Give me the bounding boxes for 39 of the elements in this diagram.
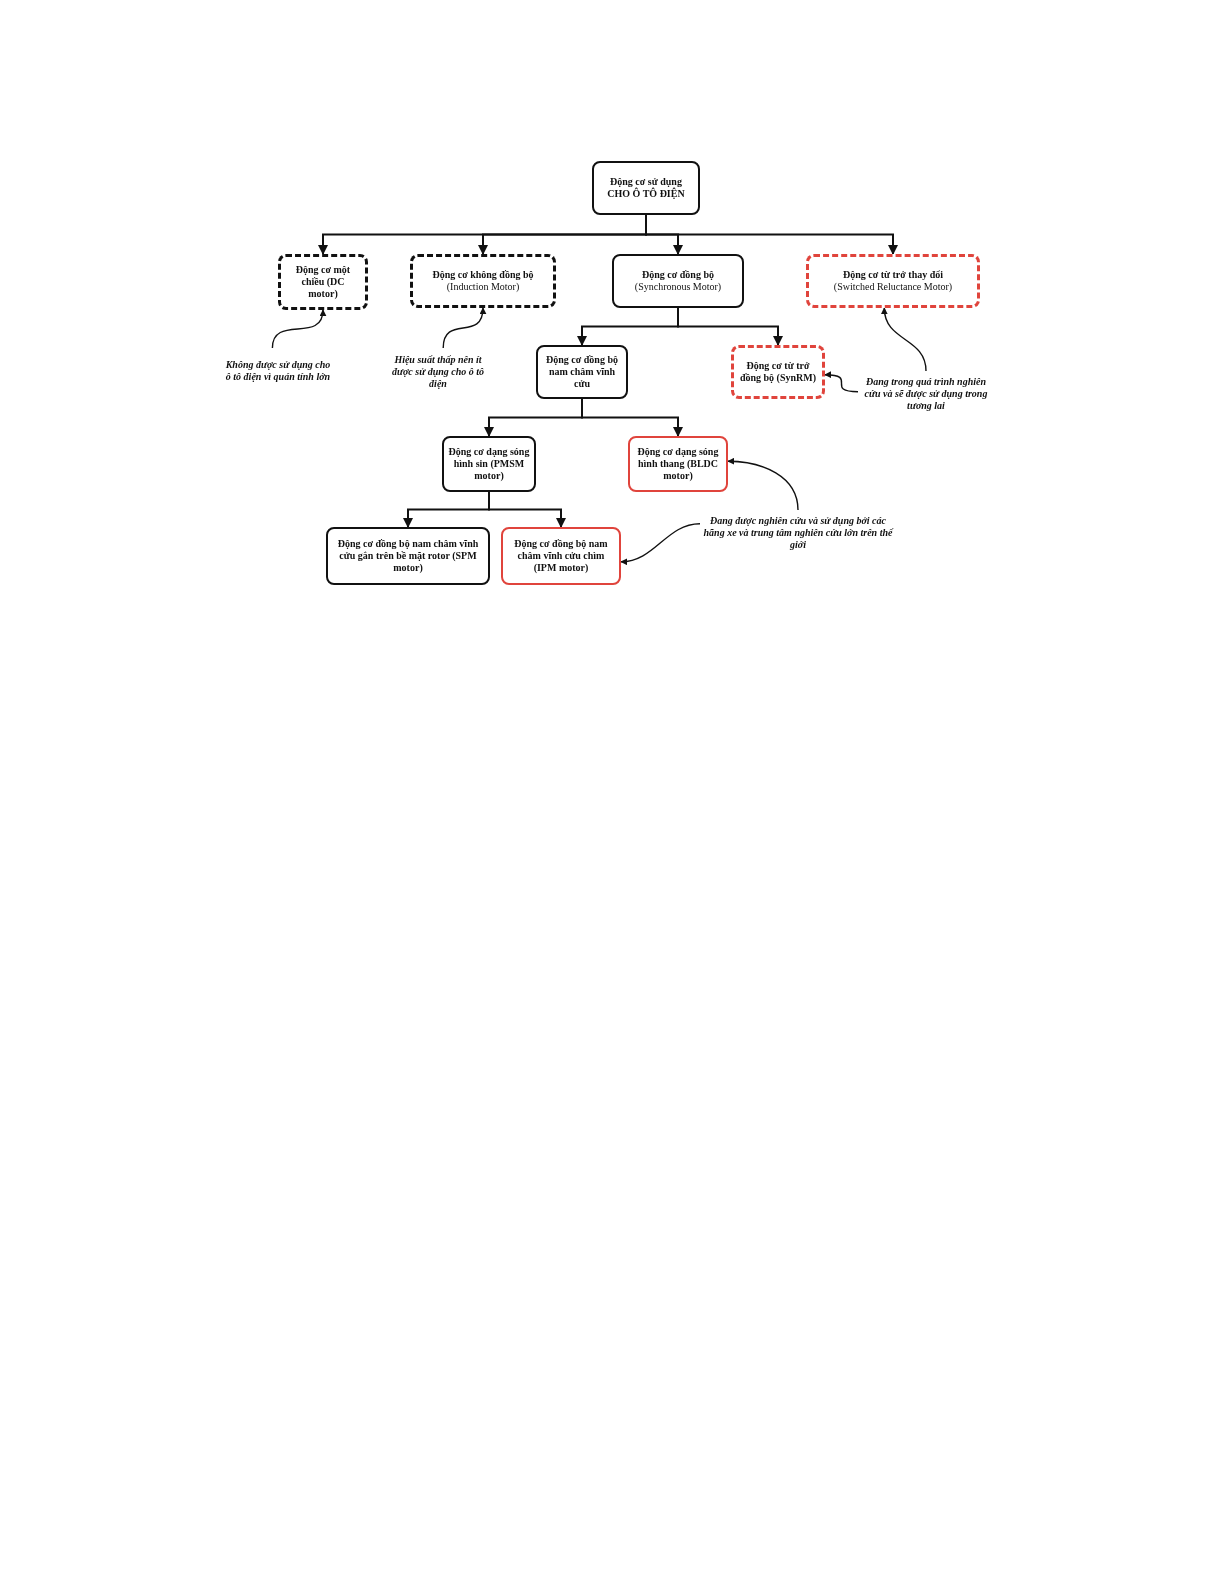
motor-type-box	[612, 254, 744, 308]
motor-name: Động cơ từ trở đồng bộ (SynRM)	[738, 360, 818, 384]
motor-type-box	[410, 254, 556, 308]
motor-type-box	[731, 345, 825, 399]
arrow	[488, 491, 566, 528]
leader-arrow	[442, 307, 486, 349]
leader-arrow	[881, 307, 927, 372]
motor-type-box	[501, 527, 621, 585]
arrow	[677, 307, 783, 346]
arrow	[645, 214, 898, 255]
motor-type-box	[628, 436, 728, 492]
motor-name: Động cơ dạng sóng hình thang (BLDC motor)	[636, 446, 720, 482]
note-text: Không được sử dụng cho ô tô điện vì quán tính lớn	[222, 348, 334, 394]
motor-name: Động cơ đồng bộ nam châm vĩnh cửu chìm (IPM motor)	[513, 538, 609, 574]
motor-english-name: (Switched Reluctance Motor)	[833, 281, 953, 293]
motor-name: Động cơ sử dụng CHO Ô TÔ ĐIỆN	[606, 176, 686, 200]
note-text: Đang được nghiên cứu và sử dụng bởi các hãng xe và trung tâm nghiên cứu lớn trên thế giới	[700, 510, 896, 556]
leader-arrow	[727, 457, 799, 511]
motor-name: Động cơ không đồng bộ	[432, 269, 534, 281]
note-text: Hiệu suất thấp nên ít được sử dụng cho ô tô điện	[386, 348, 490, 396]
motor-name: Động cơ dạng sóng hình sin (PMSM motor)	[448, 446, 530, 482]
motor-english-name: (Synchronous Motor)	[634, 281, 722, 293]
motor-type-box	[278, 254, 368, 310]
root-box	[592, 161, 700, 215]
motor-type-box	[806, 254, 980, 308]
motor-name: Động cơ đồng bộ	[642, 269, 714, 281]
motor-type-box	[326, 527, 490, 585]
leader-arrow	[271, 309, 326, 349]
motor-type-box	[536, 345, 628, 399]
note-text: Đang trong quá trình nghiên cứu và sẽ được sử dụng trong tương lai	[858, 371, 994, 417]
leader-arrow	[824, 371, 859, 393]
leader-arrow	[620, 523, 701, 565]
motor-name: Động cơ đồng bộ nam châm vĩnh cửu gắn trên bề mặt rotor (SPM motor)	[336, 538, 480, 574]
motor-name: Động cơ đồng bộ nam châm vĩnh cửu	[545, 354, 619, 390]
motor-name: Động cơ một chiều (DC motor)	[294, 264, 352, 300]
motor-english-name: (Induction Motor)	[446, 281, 520, 293]
motor-type-box	[442, 436, 536, 492]
motor-name: Động cơ từ trở thay đổi	[842, 269, 944, 281]
arrow	[581, 398, 683, 437]
